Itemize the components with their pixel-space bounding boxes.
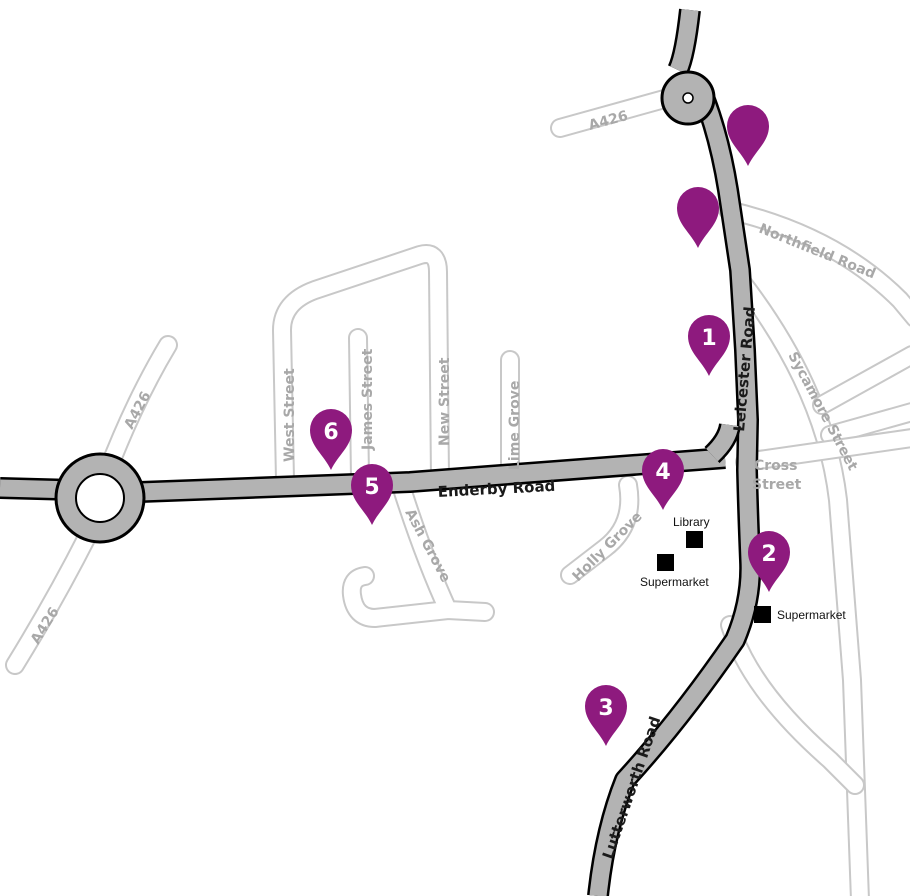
map-pin-icon[interactable]: 4 xyxy=(642,449,684,510)
map-pin-icon[interactable]: 1 xyxy=(688,315,730,376)
label-supermarket-east: Supermarket xyxy=(777,608,846,622)
map-pin-icon[interactable]: 2 xyxy=(748,531,790,592)
marker-6-number: 6 xyxy=(323,420,338,445)
label-northfield-road: Northfield Road xyxy=(757,221,878,282)
marker-3-number: 3 xyxy=(598,696,613,721)
west-roundabout xyxy=(54,452,146,544)
label-west-street: West Street xyxy=(282,368,298,462)
map-pin-icon[interactable]: 6 xyxy=(310,409,352,470)
square-building-icon xyxy=(657,554,674,571)
map-pin-icon[interactable] xyxy=(727,105,769,166)
label-cross-street-line1: Cross xyxy=(754,458,797,474)
square-building-icon xyxy=(686,531,703,548)
north-roundabout xyxy=(660,70,716,126)
label-cross-street-line2: Street xyxy=(752,477,802,493)
label-new-street: New Street xyxy=(437,357,453,446)
map-pin-icon[interactable] xyxy=(677,187,719,248)
label-library: Library xyxy=(673,515,710,529)
label-holly-grove: Holly Grove xyxy=(570,509,646,585)
square-building-icon xyxy=(754,606,771,623)
marker-5-number: 5 xyxy=(364,475,379,500)
label-supermarket-west: Supermarket xyxy=(640,575,709,589)
marker-1-number: 1 xyxy=(701,326,716,351)
label-lime-grove: Lime Grove xyxy=(507,381,523,470)
marker-2-number: 2 xyxy=(761,542,776,567)
marker-4-number: 4 xyxy=(655,460,670,485)
map-pin-icon[interactable]: 5 xyxy=(351,464,393,525)
label-james-street: James Street xyxy=(360,348,376,451)
map-pin-icon[interactable]: 3 xyxy=(585,685,627,746)
